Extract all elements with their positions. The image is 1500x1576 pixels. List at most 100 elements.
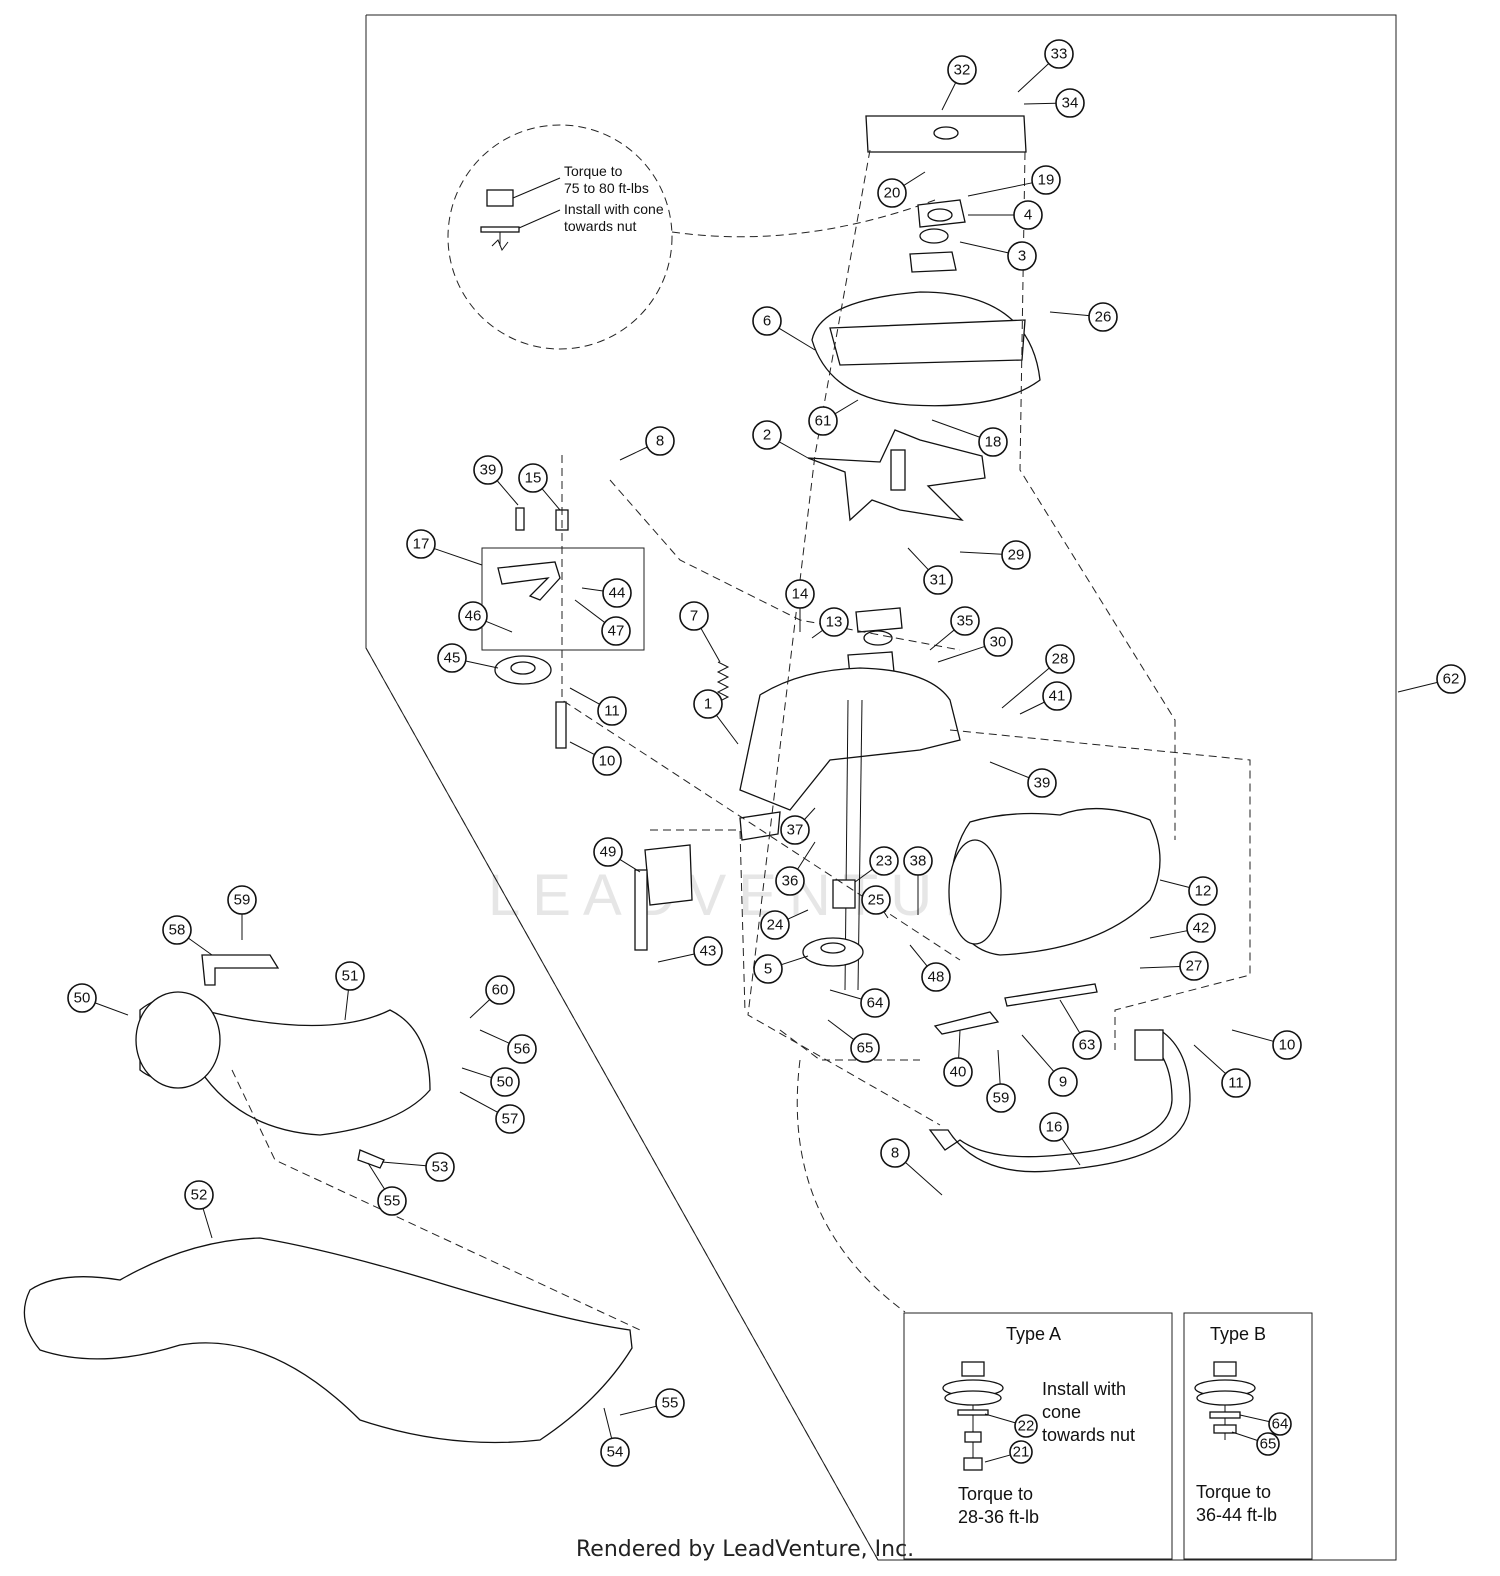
- callout-bubble: [752, 306, 782, 336]
- callout-bubble: [785, 579, 815, 609]
- callout-13: 13: [811, 607, 849, 639]
- callout-bubble: [850, 1033, 880, 1063]
- callout-49: 49: [593, 837, 641, 873]
- idler-pulley-hub: [510, 661, 536, 675]
- upper-chute-opening: [135, 991, 221, 1089]
- callout-leader: [905, 1161, 943, 1196]
- callout-number: 51: [342, 968, 359, 985]
- callout-50: 50: [461, 1067, 520, 1097]
- callout-leader: [959, 241, 1009, 254]
- frame-foot: [739, 811, 781, 841]
- callout-leader: [619, 1405, 657, 1416]
- callout-leader: [700, 627, 721, 663]
- callout-number: 17: [413, 536, 430, 553]
- callout-number: 30: [990, 634, 1007, 651]
- callout-number: 6: [763, 313, 771, 330]
- callout-bubble: [67, 983, 97, 1013]
- handle-end: [1134, 1029, 1164, 1061]
- type-b-title: Type B: [1210, 1324, 1266, 1344]
- callout-leader: [479, 1029, 510, 1044]
- callout-58: 58: [162, 915, 213, 956]
- callout-bubble: [1014, 1414, 1038, 1438]
- callout-bubble: [752, 420, 782, 450]
- callout-bubble: [983, 627, 1013, 657]
- callout-35: 35: [929, 606, 980, 651]
- callout-21: 21: [984, 1440, 1033, 1464]
- mounting-bar: [1004, 983, 1098, 1007]
- callout-64: 64: [829, 988, 890, 1018]
- frame-diagonal: [365, 647, 879, 1561]
- callout-number: 20: [884, 185, 901, 202]
- callout-number: 8: [891, 1145, 899, 1162]
- impeller-hub: [890, 449, 906, 491]
- callout-number: 10: [599, 753, 616, 770]
- align-chute: [949, 729, 1251, 1050]
- chute-clip: [357, 1149, 385, 1169]
- callout-53: 53: [381, 1152, 455, 1182]
- callout-leader: [1149, 930, 1188, 939]
- callout-number: 34: [1062, 95, 1079, 112]
- callout-number: 50: [497, 1074, 514, 1091]
- align-lower-chute: [231, 1069, 641, 1331]
- callout-27: 27: [1139, 951, 1209, 981]
- callout-bubble: [1256, 1432, 1280, 1456]
- callout-bubble: [655, 1388, 685, 1418]
- callout-leader: [541, 488, 561, 511]
- callout-40: 40: [943, 1029, 973, 1087]
- callout-51: 51: [335, 961, 365, 1021]
- callout-leader: [1231, 1431, 1258, 1441]
- type-b-torque-line2: 36-44 ft-lb: [1196, 1505, 1277, 1525]
- callout-bubble: [950, 606, 980, 636]
- callout-number: 29: [1008, 547, 1025, 564]
- callout-number: 11: [1228, 1075, 1244, 1092]
- callout-number: 22: [1018, 1418, 1035, 1435]
- callout-bubble: [978, 427, 1008, 457]
- callout-leader: [1049, 311, 1090, 317]
- callout-59: 59: [986, 1049, 1016, 1113]
- type-b-torque-line1: Torque to: [1196, 1482, 1271, 1502]
- align-type-a: [796, 1059, 906, 1313]
- callout-bubble: [602, 578, 632, 608]
- callout-bubble: [1055, 88, 1085, 118]
- spring: [716, 661, 730, 703]
- callout-number: 57: [502, 1111, 519, 1128]
- callout-bubble: [1007, 241, 1037, 271]
- bearing-upper: [927, 208, 953, 222]
- callout-number: 64: [867, 995, 884, 1012]
- callout-65: 65: [1231, 1431, 1280, 1456]
- callout-number: 12: [1195, 883, 1212, 900]
- callout-leader: [469, 999, 491, 1019]
- callout-leader: [1061, 1138, 1081, 1166]
- callout-leader: [619, 446, 648, 461]
- callout-56: 56: [479, 1029, 537, 1064]
- callout-11: 11: [1193, 1044, 1251, 1098]
- watermark: LEADVENTURE: [488, 863, 1049, 928]
- callout-bubble: [860, 988, 890, 1018]
- callout-leader: [1397, 681, 1438, 693]
- bracket: [644, 844, 693, 906]
- callout-55: 55: [619, 1388, 685, 1418]
- callout-12: 12: [1159, 876, 1218, 906]
- callout-bubble: [921, 962, 951, 992]
- callout-leader: [931, 419, 980, 438]
- callout-leader: [883, 911, 889, 919]
- callout-9: 9: [1021, 1034, 1078, 1097]
- callout-36: 36: [775, 841, 816, 896]
- callout-leader: [827, 1019, 855, 1040]
- callout-number: 45: [444, 650, 461, 667]
- callout-28: 28: [1001, 644, 1075, 709]
- callout-number: 53: [432, 1159, 449, 1176]
- callout-number: 19: [1038, 172, 1055, 189]
- callout-bubble: [1027, 768, 1057, 798]
- callout-leader: [367, 1162, 385, 1190]
- shaft-line-b: [857, 699, 863, 991]
- align-left: [747, 149, 941, 1126]
- callout-bubble: [495, 1104, 525, 1134]
- callout-24: 24: [760, 909, 809, 940]
- type-b-pulley-icon: [1194, 1361, 1256, 1440]
- callout-leader: [941, 82, 957, 111]
- chute-opening: [948, 839, 1002, 945]
- callout-bubble: [986, 1083, 1016, 1113]
- callout-number: 9: [1059, 1074, 1067, 1091]
- callout-41: 41: [1019, 681, 1072, 715]
